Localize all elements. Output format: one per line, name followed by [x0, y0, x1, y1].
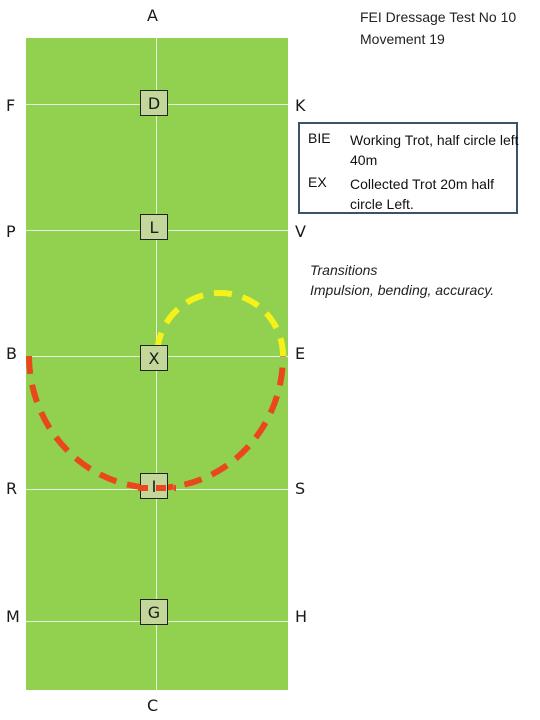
marker-s: S [295, 479, 306, 498]
notes-line1: Transitions [310, 262, 378, 278]
marker-e: E [295, 344, 306, 363]
marker-box-d: D [140, 90, 168, 116]
notes-line2: Impulsion, bending, accuracy. [310, 282, 495, 298]
movement-info-box: BIE Working Trot, half circle left 40m E… [298, 122, 519, 214]
movement-code-bie: BIE [308, 130, 331, 146]
test-title-line1: FEI Dressage Test No 10 [360, 9, 517, 25]
marker-m: M [6, 607, 20, 626]
movement-text-ex: Collected Trot 20m half circle Left. [350, 176, 494, 212]
movement-code-ex: EX [308, 174, 327, 190]
marker-v: V [295, 222, 306, 241]
test-title: FEI Dressage Test No 10 Movement 19 [360, 6, 516, 50]
marker-r: R [6, 479, 18, 498]
marker-box-x: X [140, 345, 168, 371]
marker-f: F [6, 96, 16, 115]
yellow-half-circle-path [154, 290, 286, 357]
marker-h: H [295, 607, 308, 626]
marker-box-g: G [140, 599, 168, 625]
marker-b: B [6, 344, 17, 363]
marker-k: K [295, 96, 306, 115]
judging-notes: Transitions Impulsion, bending, accuracy… [310, 260, 494, 300]
marker-c: C [147, 696, 159, 715]
movement-text-bie: Working Trot, half circle left 40m [350, 132, 519, 168]
marker-p: P [6, 222, 16, 241]
marker-a: A [147, 6, 158, 25]
marker-box-l: L [140, 214, 168, 240]
test-title-line2: Movement 19 [360, 31, 445, 47]
